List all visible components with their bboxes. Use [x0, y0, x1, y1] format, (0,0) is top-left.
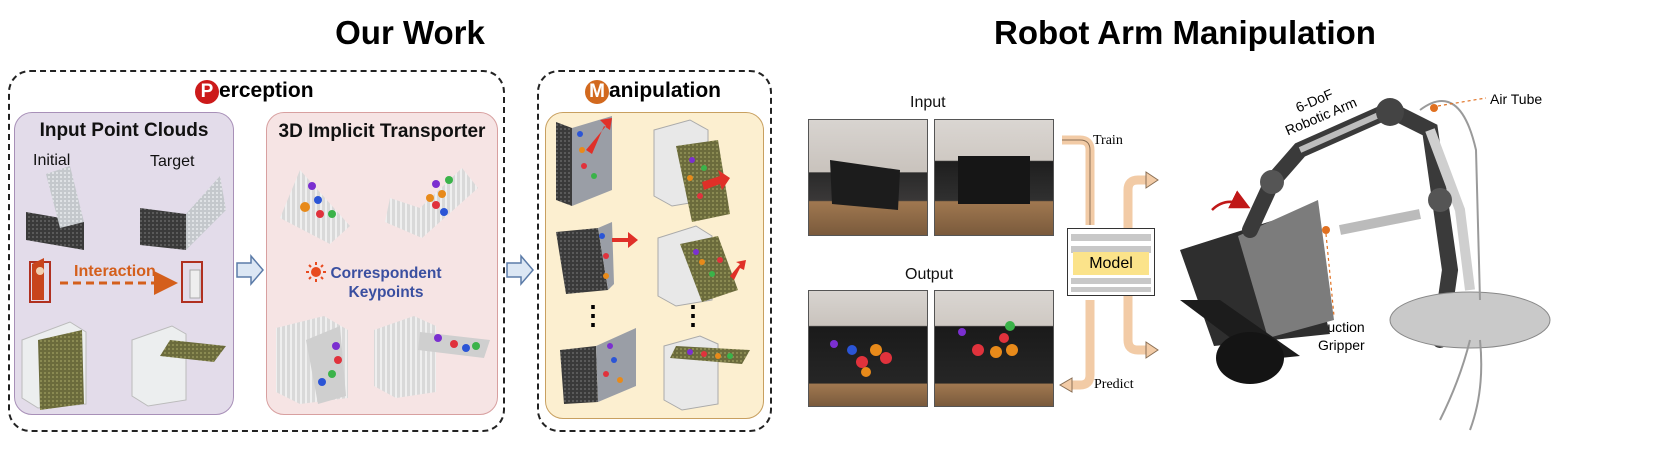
model-label: Model	[1073, 252, 1149, 275]
kp-line1: Correspondent	[330, 265, 442, 282]
input-photo-1-laptop	[830, 160, 900, 210]
air-tube-label: Air Tube	[1490, 91, 1543, 107]
manip-cabinet-1	[653, 119, 730, 222]
arrow-to-manipulation	[506, 253, 534, 287]
input-panel-title: Input Point Clouds	[39, 120, 209, 141]
air-tube-marker	[1430, 104, 1438, 112]
manip-cabinet-final	[663, 335, 750, 411]
model-out-up	[1123, 175, 1148, 228]
model-out-down	[1123, 296, 1148, 355]
model-out-down-head	[1145, 341, 1159, 359]
output-keypoints-1	[830, 340, 892, 377]
manip-laptop-final	[560, 328, 636, 404]
transporter-laptop-1	[280, 170, 350, 244]
air-tube-leader	[1437, 97, 1487, 107]
suction-line1: Suction	[1318, 319, 1365, 335]
keypoint-sun-icon	[306, 262, 326, 282]
predict-label: Predict	[1094, 377, 1134, 392]
manipulation-title-text: anipulation	[609, 79, 721, 102]
suction-leader	[1325, 233, 1335, 317]
transporter-laptop-2	[385, 168, 478, 238]
ellipsis-left: ⋮	[580, 300, 606, 330]
manip-laptop-mid	[556, 222, 638, 294]
initial-laptop-pointcloud	[26, 166, 84, 250]
train-label: Train	[1093, 133, 1123, 148]
output-photo-1	[808, 290, 928, 407]
predict-flow	[1070, 300, 1095, 390]
kp-line2: Keypoints	[348, 284, 424, 301]
target-label: Target	[150, 153, 195, 170]
transporter-cabinet-1	[276, 316, 348, 404]
input-label: Input	[910, 94, 946, 111]
transporter-panel-title: 3D Implicit Transporter	[278, 121, 486, 142]
train-flow	[1062, 135, 1095, 225]
input-photo-2-laptop	[958, 156, 1030, 204]
perception-badge: P	[195, 80, 219, 104]
our-work-heading: Our Work	[335, 14, 485, 51]
model-out-up-head	[1145, 171, 1159, 189]
perception-title-text: erception	[219, 79, 314, 102]
suction-line2: Gripper	[1318, 337, 1365, 353]
model-bar-2	[1071, 246, 1151, 253]
model-bar-top	[1071, 234, 1151, 241]
transporter-cabinet-2	[374, 316, 490, 398]
model-bar-3	[1071, 278, 1151, 284]
suction-marker	[1322, 226, 1330, 234]
manipulation-section	[537, 70, 772, 432]
robot-arm	[1242, 98, 1551, 431]
model-bar-bottom	[1071, 287, 1151, 292]
suction-gripper-label: Suction Gripper	[1318, 318, 1365, 354]
manipulation-badge: M	[585, 80, 609, 104]
output-keypoints-2	[958, 321, 1018, 358]
initial-label: Initial	[33, 152, 71, 169]
door-closed-icon	[181, 261, 203, 303]
initial-cabinet-pointcloud	[21, 321, 87, 410]
target-cabinet-pointcloud	[131, 325, 226, 407]
correspondent-keypoints-label: Correspondent Keypoints	[326, 264, 446, 302]
arrow-to-transporter	[236, 253, 264, 287]
manip-laptop-up	[556, 116, 612, 206]
target-laptop-pointcloud	[140, 176, 226, 250]
interaction-label: Interaction	[74, 263, 156, 280]
door-open-icon	[29, 258, 51, 303]
train-flow-outline	[1062, 139, 1091, 225]
robot-arm-heading: Robot Arm Manipulation	[994, 14, 1376, 51]
perception-section	[8, 70, 505, 432]
output-label: Output	[905, 266, 954, 283]
robot-laptop	[1180, 200, 1334, 384]
rotation-arrow	[1211, 190, 1251, 211]
predict-arrowhead	[1059, 377, 1073, 393]
manip-cabinet-2	[657, 225, 746, 307]
